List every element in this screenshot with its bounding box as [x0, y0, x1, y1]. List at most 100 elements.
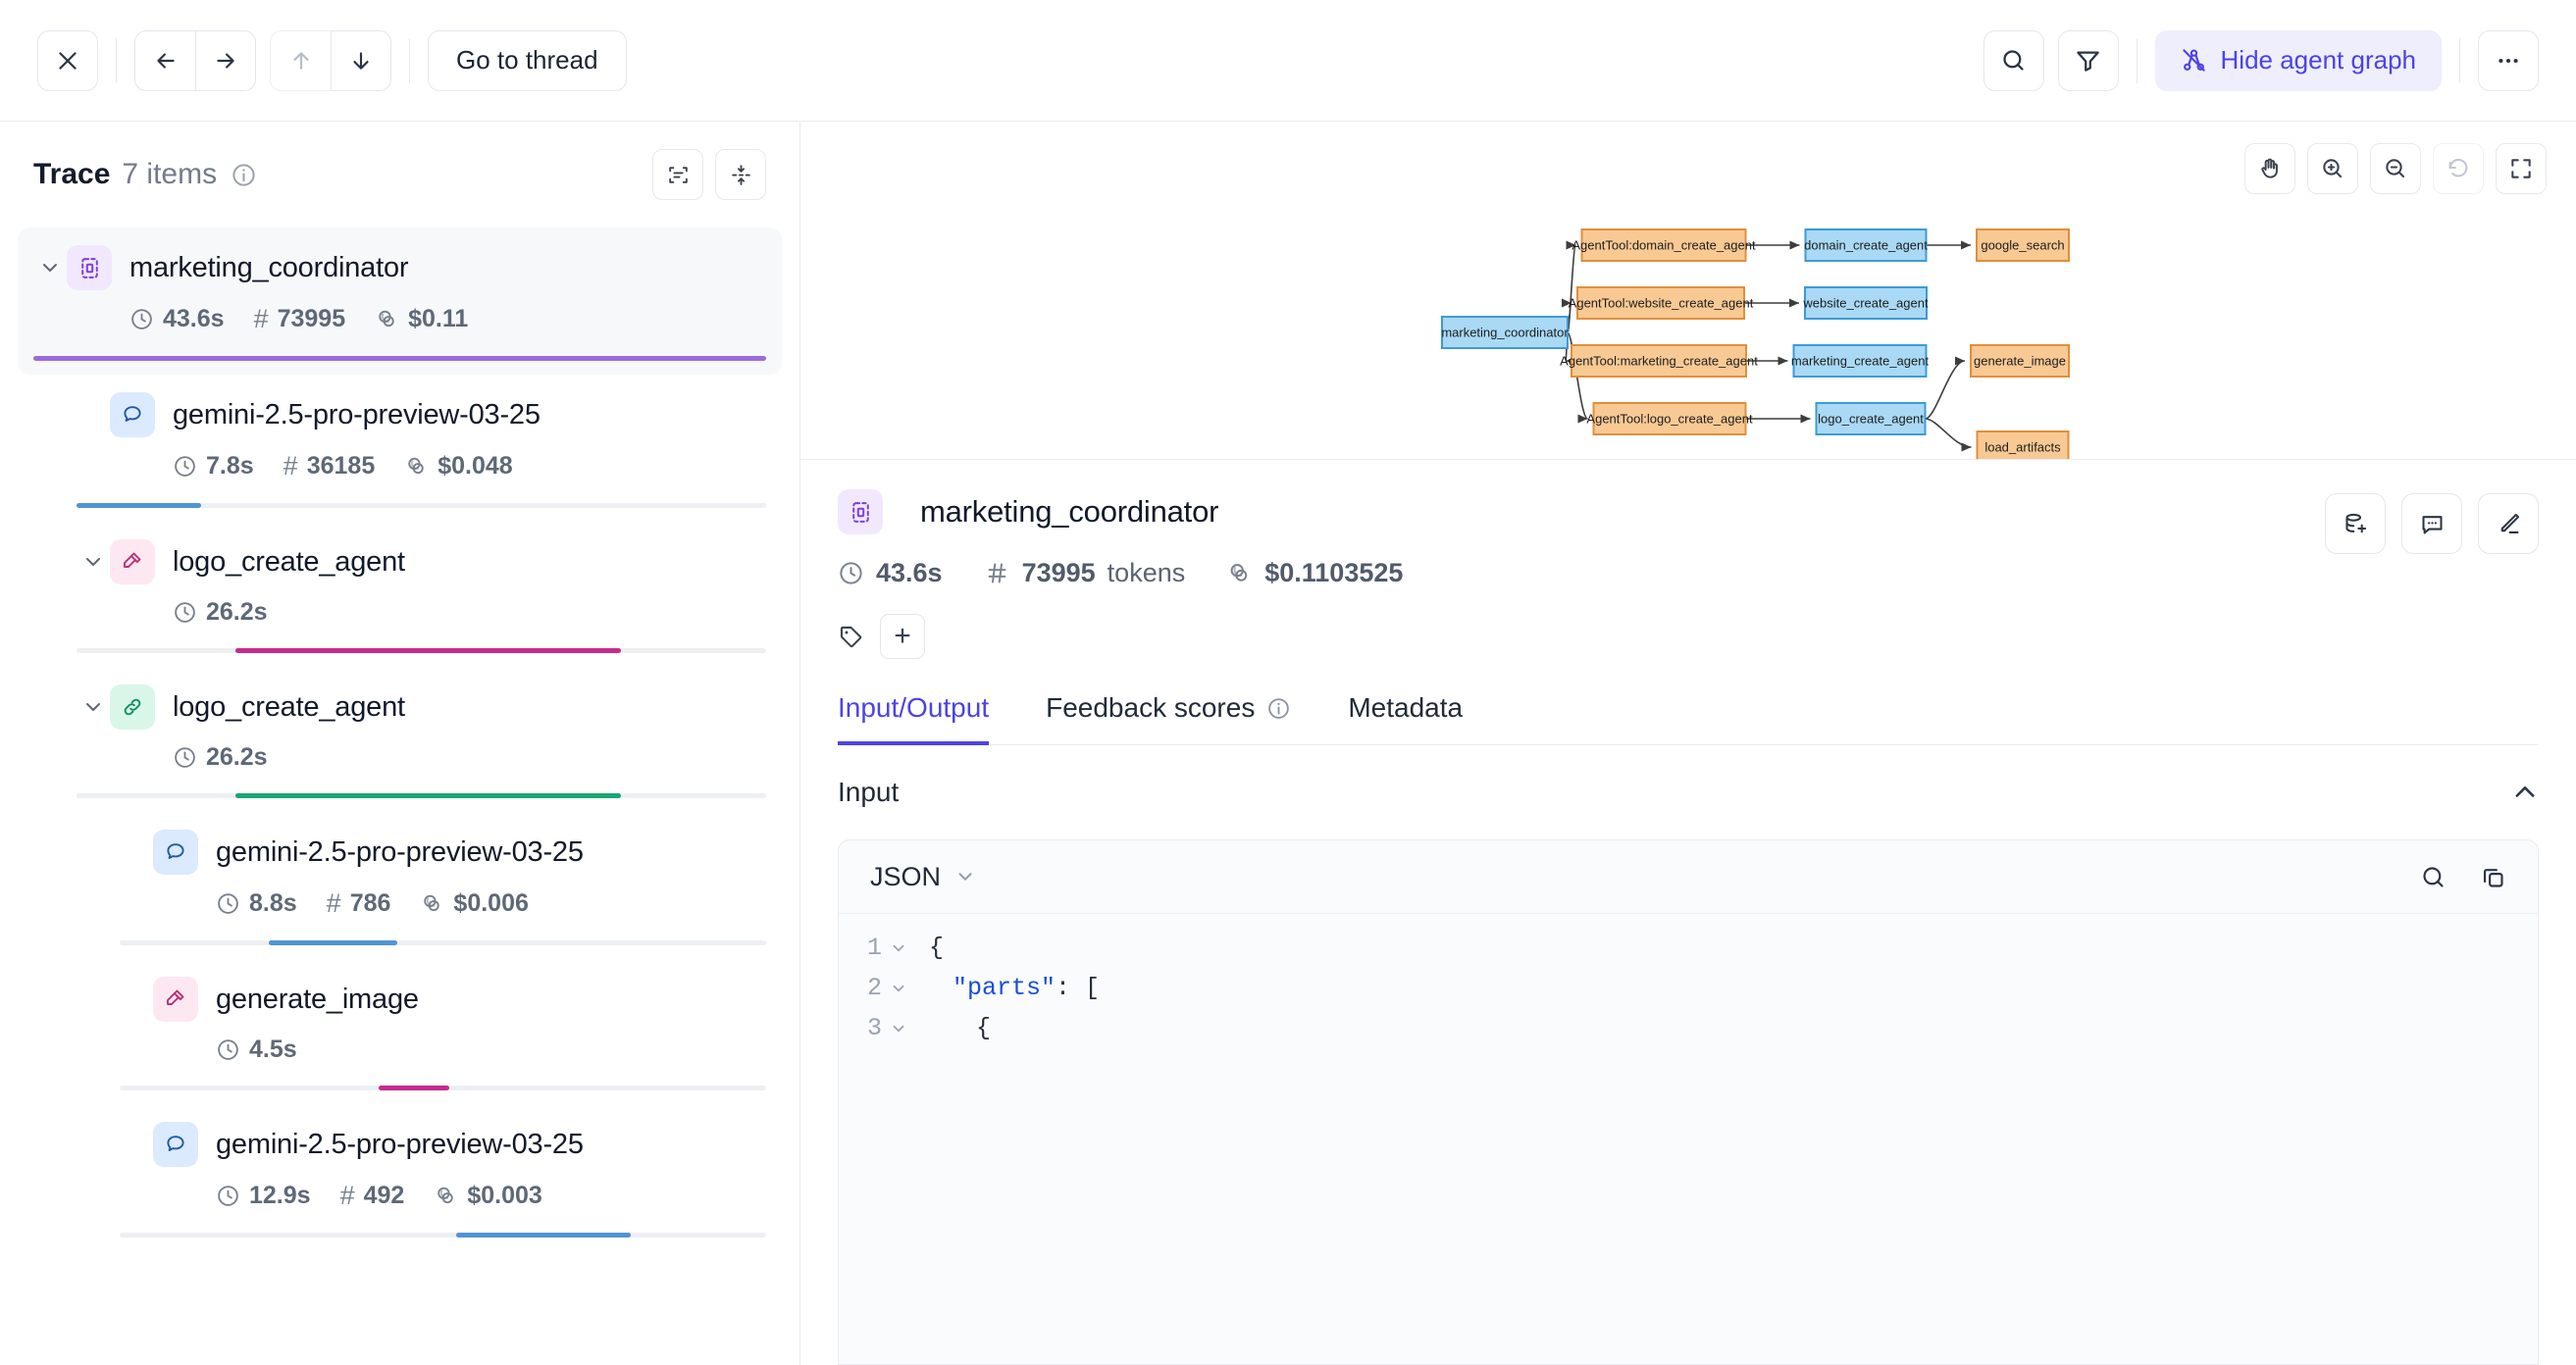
graph-node-domain_create_agent[interactable]: domain_create_agent — [1804, 228, 1928, 262]
graph-node-generate_image[interactable]: generate_image — [1970, 344, 2070, 378]
row-cost-value: $0.048 — [438, 452, 513, 480]
graph-node-box — [1976, 430, 2070, 459]
graph-node-load_artifacts[interactable]: load_artifacts — [1976, 430, 2070, 460]
graph-node-box — [1804, 228, 1928, 262]
collapse-all-icon[interactable] — [715, 149, 766, 200]
chevron-down-icon[interactable] — [33, 251, 67, 284]
tab-label: Input/Output — [838, 692, 990, 723]
row-tokens-value: 492 — [363, 1182, 405, 1209]
row-tokens-value: 786 — [349, 889, 391, 917]
code-fold-chevron-icon[interactable] — [882, 980, 915, 997]
info-icon[interactable] — [231, 162, 257, 188]
graph-node-website_create_agent[interactable]: website_create_agent — [1802, 286, 1929, 320]
agent-graph-canvas[interactable]: marketing_coordinator AgentTool:domain_cr… — [800, 122, 2576, 460]
row-duration-bar-fill — [234, 648, 622, 653]
row-duration-bar-fill — [77, 503, 201, 508]
graph-node-at_domain[interactable]: AgentTool:domain_create_agent — [1571, 228, 1756, 262]
chevron-down-icon — [954, 866, 976, 887]
graph-node-logo_create_agent[interactable]: logo_create_agent — [1815, 402, 1927, 435]
graph-node-at_logo[interactable]: AgentTool:logo_create_agent — [1586, 402, 1753, 435]
row-duration-bar-fill — [455, 1233, 631, 1238]
arrow-down-icon[interactable] — [331, 29, 391, 91]
comment-icon[interactable] — [2401, 493, 2462, 554]
pan-hand-icon[interactable] — [2244, 143, 2295, 194]
graph-node-label: AgentTool:domain_create_agent — [1571, 237, 1756, 252]
row-duration-bar — [120, 940, 766, 945]
top-toolbar-right: Hide agent graph — [1983, 29, 2539, 91]
row-duration: 26.2s — [173, 598, 268, 627]
tab-metadata[interactable]: Metadata — [1348, 692, 1463, 745]
chevron-up-icon[interactable] — [2511, 779, 2539, 806]
coin-icon — [420, 891, 444, 916]
right-pane: marketing_coordinator AgentTool:domain_cr… — [800, 122, 2576, 1365]
chevron-down-icon[interactable] — [77, 545, 110, 579]
format-select[interactable]: JSON — [870, 862, 976, 892]
row-duration-bar-fill — [234, 793, 622, 798]
llm-chat-icon — [110, 392, 155, 437]
arrow-up-icon[interactable] — [270, 29, 331, 91]
code-search-icon[interactable] — [2420, 864, 2447, 890]
zoom-in-icon[interactable] — [2307, 143, 2358, 194]
graph-node-at_website[interactable]: AgentTool:website_create_agent — [1569, 286, 1754, 320]
graph-node-google_search[interactable]: google_search — [1976, 228, 2070, 262]
tab-input-output[interactable]: Input/Output — [838, 692, 990, 745]
clock-icon — [216, 1184, 240, 1208]
clock-icon — [173, 454, 197, 479]
fullscreen-icon[interactable] — [2496, 143, 2547, 194]
tab-label: Feedback scores — [1046, 692, 1256, 723]
graph-node-at_marketing[interactable]: AgentTool:marketing_create_agent — [1560, 344, 1758, 378]
add-to-dataset-icon[interactable] — [2325, 493, 2386, 554]
clock-icon — [129, 307, 154, 331]
tab-label: Metadata — [1348, 692, 1464, 723]
detail-tabs[interactable]: Input/Output Feedback scores Metadata — [838, 692, 2539, 745]
span-detail-header-left: marketing_coordinator 43.6s 73995 tokens — [838, 489, 2325, 659]
tool-hammer-icon — [153, 977, 198, 1022]
expand-all-icon[interactable] — [652, 149, 703, 200]
add-tag-button[interactable]: + — [880, 614, 925, 659]
graph-node-marketing_create_agent[interactable]: marketing_create_agent — [1791, 344, 1930, 378]
copy-icon[interactable] — [2480, 864, 2506, 890]
info-icon[interactable] — [1266, 696, 1291, 721]
graph-node-box — [1976, 228, 2070, 262]
code-fold-chevron-icon[interactable] — [882, 1020, 915, 1037]
row-tokens-value: 36185 — [306, 452, 376, 480]
row-tokens: #492 — [340, 1181, 405, 1211]
chevron-down-icon[interactable] — [77, 690, 110, 724]
zoom-out-icon[interactable] — [2370, 143, 2421, 194]
annotate-edit-icon[interactable] — [2478, 493, 2539, 554]
code-fold-chevron-icon[interactable] — [882, 939, 915, 957]
hide-agent-graph-button[interactable]: Hide agent graph — [2154, 29, 2442, 91]
tokens-value: 73995 — [1021, 558, 1096, 587]
code-viewer-body[interactable]: 1{2"parts": [3{ — [839, 913, 2538, 1364]
row-duration-value: 4.5s — [249, 1036, 297, 1063]
coin-icon — [404, 454, 429, 479]
code-line-number: 3 — [866, 1014, 882, 1042]
arrow-left-icon[interactable] — [134, 29, 195, 91]
more-options-icon[interactable] — [2478, 29, 2539, 91]
search-icon[interactable] — [1983, 29, 2044, 91]
tab-feedback-scores[interactable]: Feedback scores — [1046, 692, 1291, 745]
row-tokens: #36185 — [283, 451, 376, 481]
reset-icon[interactable] — [2433, 143, 2484, 194]
graph-node-marketing_coordinator[interactable]: marketing_coordinator — [1441, 316, 1569, 349]
close-icon[interactable] — [37, 29, 98, 91]
main-body: Trace 7 items — [0, 122, 2576, 1365]
row-duration-bar — [77, 503, 766, 508]
agent-graph-panel[interactable]: marketing_coordinator AgentTool:domain_cr… — [800, 122, 2576, 460]
divider — [116, 37, 117, 83]
code-line-number: 2 — [866, 974, 882, 1002]
filter-icon[interactable] — [2057, 29, 2119, 91]
go-to-thread-button[interactable]: Go to thread — [428, 29, 627, 91]
arrow-right-icon[interactable] — [195, 29, 256, 91]
